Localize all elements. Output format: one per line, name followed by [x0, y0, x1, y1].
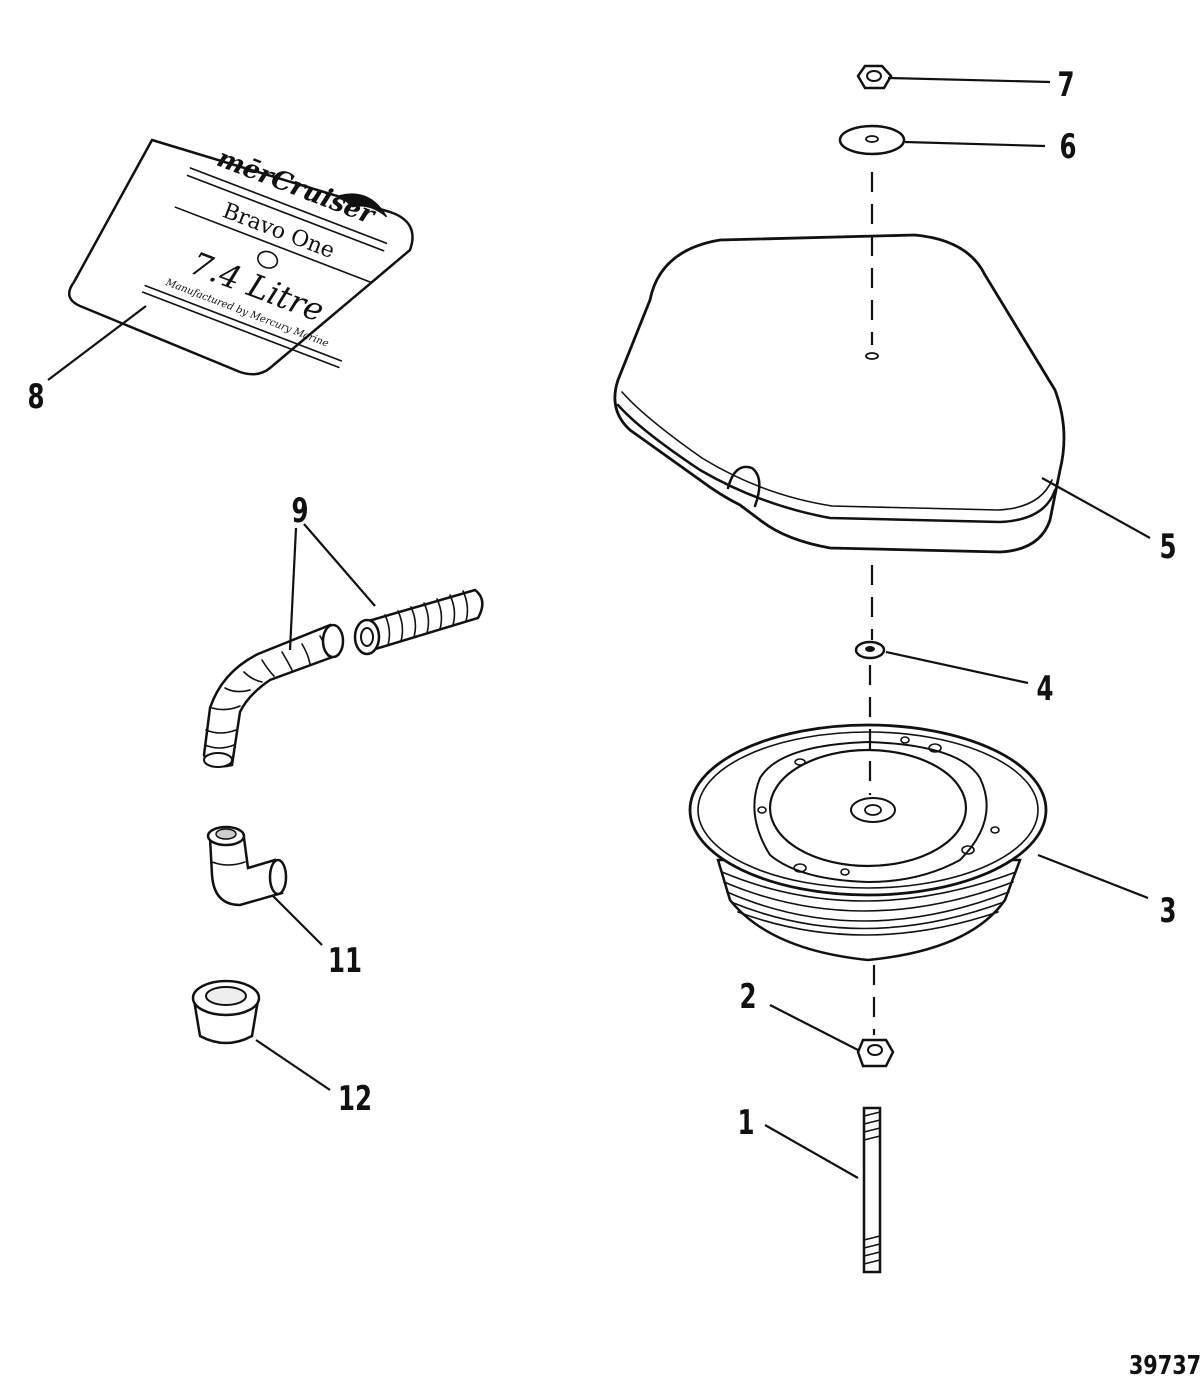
grommet-part[interactable] — [854, 640, 886, 660]
washer-part[interactable] — [838, 124, 906, 156]
callout-9: 9 — [291, 491, 308, 530]
callout-11: 11 — [328, 941, 362, 980]
arrestor-bolts — [757, 736, 1000, 876]
elbow-part[interactable] — [206, 825, 288, 907]
decal-part[interactable]: mērCruiser Bravo One 7.4 Litre Manufactu… — [67, 135, 414, 376]
callout-2: 2 — [739, 977, 756, 1016]
callout-4: 4 — [1036, 669, 1053, 708]
plug-part[interactable] — [191, 979, 261, 1045]
hose-short-ribs — [384, 590, 469, 646]
top-nut-part[interactable] — [856, 64, 893, 90]
assembly-axis — [868, 172, 876, 1035]
hose-bent-part[interactable] — [202, 623, 345, 768]
flame-arrestor-part[interactable] — [688, 723, 1048, 962]
callout-8: 8 — [27, 377, 44, 416]
figure-reference-number: 39737 — [1129, 1350, 1200, 1381]
cover-part[interactable] — [613, 233, 1066, 554]
callout-7: 7 — [1057, 65, 1074, 104]
hose-bent-ribs — [204, 635, 329, 749]
callout-1: 1 — [737, 1103, 754, 1142]
bottom-nut-part[interactable] — [856, 1038, 895, 1068]
callout-labels: 1 2 3 4 5 6 7 8 9 11 12 — [27, 65, 1176, 1142]
leader-lines — [47, 76, 1151, 1179]
hose-short-part[interactable] — [353, 588, 484, 656]
callout-3: 3 — [1159, 891, 1176, 930]
decal-logo-circle — [257, 250, 279, 269]
arrestor-fins — [721, 871, 1017, 936]
stud-part[interactable] — [862, 1106, 882, 1274]
callout-5: 5 — [1159, 527, 1176, 566]
callout-12: 12 — [338, 1079, 372, 1118]
callout-6: 6 — [1059, 127, 1076, 166]
stud-threads — [863, 1111, 881, 1265]
